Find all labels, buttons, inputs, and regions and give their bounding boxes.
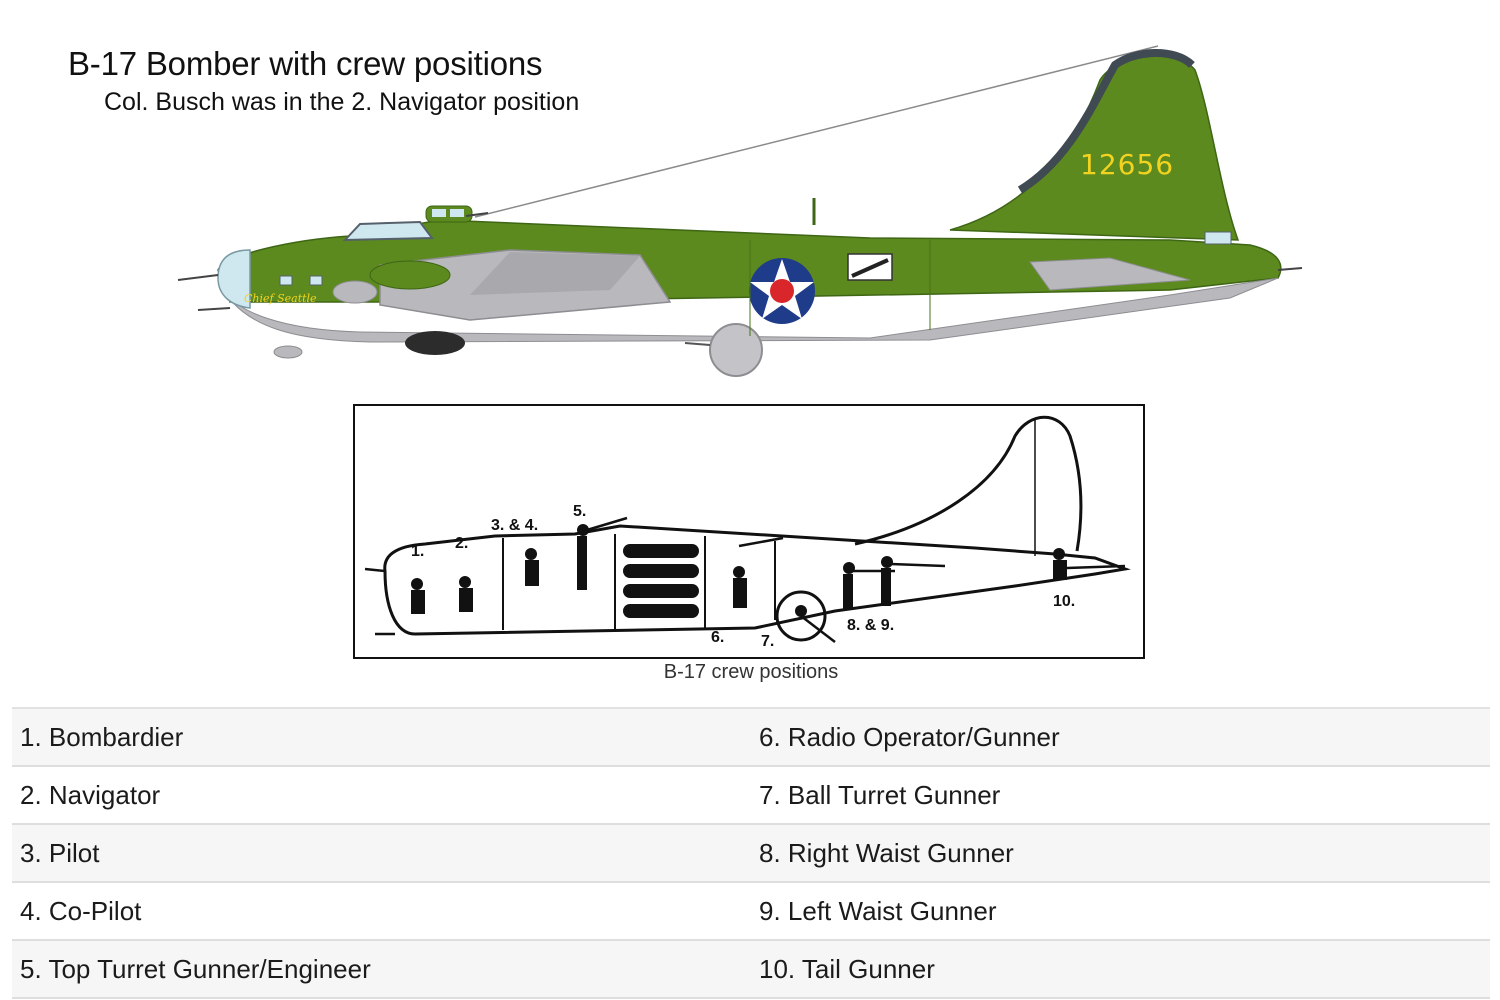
- crew-position-right: 8. Right Waist Gunner: [759, 837, 1014, 868]
- ball-turret: [709, 323, 763, 377]
- crew-silhouettes: [411, 524, 1067, 617]
- nose-gun: [177, 274, 219, 281]
- diagram-ball-turret: [775, 590, 827, 642]
- engine-nacelle: [332, 280, 378, 304]
- crew-position-left: 5. Top Turret Gunner/Engineer: [20, 953, 371, 984]
- crew-positions-diagram: 1. 2. 3. & 4. 5. 6. 7. 8. & 9. 10.: [353, 404, 1145, 659]
- crew-position-left: 3. Pilot: [20, 837, 100, 868]
- table-row: 4. Co-Pilot 9. Left Waist Gunner: [12, 883, 1490, 941]
- position-label-2: 2.: [455, 535, 468, 552]
- crew-position-left: 4. Co-Pilot: [20, 895, 142, 926]
- fin-leading-edge: [1017, 49, 1195, 194]
- position-label-6: 6.: [711, 629, 724, 646]
- crew-positions-table: 1. Bombardier 6. Radio Operator/Gunner 2…: [12, 707, 1490, 999]
- cockpit-canopy: [342, 220, 434, 242]
- fuselage-underside: [217, 277, 1279, 343]
- diagram-fuselage-outline: [383, 524, 1131, 636]
- crew-position-right: 10. Tail Gunner: [759, 953, 935, 984]
- position-label-1: 1.: [411, 543, 424, 560]
- position-label-10: 10.: [1053, 593, 1075, 610]
- diagram-caption: B-17 crew positions: [663, 661, 839, 683]
- nose-art-text: Chief Seattle: [244, 292, 317, 305]
- crew-diagram-svg: 1. 2. 3. & 4. 5. 6. 7. 8. & 9. 10.: [364, 415, 1131, 650]
- nose-glazing: [217, 249, 251, 309]
- top-gun: [465, 212, 489, 217]
- crew-position-right: 7. Ball Turret Gunner: [759, 779, 1001, 810]
- horizontal-stabilizer: [1029, 257, 1191, 291]
- crew-position-left: 2. Navigator: [20, 779, 161, 810]
- table-row: 1. Bombardier 6. Radio Operator/Gunner: [12, 709, 1490, 767]
- engine-nacelle: [369, 260, 451, 290]
- main-landing-gear: [405, 331, 465, 355]
- chin-gun: [197, 307, 231, 311]
- tail-window: [1204, 231, 1232, 245]
- tail-number: 12656: [1080, 148, 1174, 181]
- position-label-8-9: 8. & 9.: [847, 617, 894, 634]
- crew-position-left: 1. Bombardier: [20, 721, 184, 752]
- crew-position-right: 9. Left Waist Gunner: [759, 895, 997, 926]
- page-title: B-17 Bomber with crew positions: [68, 45, 543, 82]
- chin-turret: [273, 345, 303, 359]
- table-row: 2. Navigator 7. Ball Turret Gunner: [12, 767, 1490, 825]
- tail-gun: [1277, 267, 1303, 271]
- bomb-bay: [623, 544, 699, 618]
- crew-position-right: 6. Radio Operator/Gunner: [759, 721, 1060, 752]
- position-label-5: 5.: [573, 503, 586, 520]
- us-roundel: [749, 258, 815, 324]
- position-label-7: 7.: [761, 633, 774, 650]
- diagram-tail-fin: [854, 415, 1083, 552]
- table-row: 5. Top Turret Gunner/Engineer 10. Tail G…: [12, 941, 1490, 999]
- page-subtitle: Col. Busch was in the 2. Navigator posit…: [104, 88, 580, 116]
- b17-aircraft-illustration: 12656 Chief Seattle: [177, 45, 1303, 377]
- position-label-3-4: 3. & 4.: [491, 517, 538, 534]
- antenna-wire: [474, 45, 1159, 218]
- table-row: 3. Pilot 8. Right Waist Gunner: [12, 825, 1490, 883]
